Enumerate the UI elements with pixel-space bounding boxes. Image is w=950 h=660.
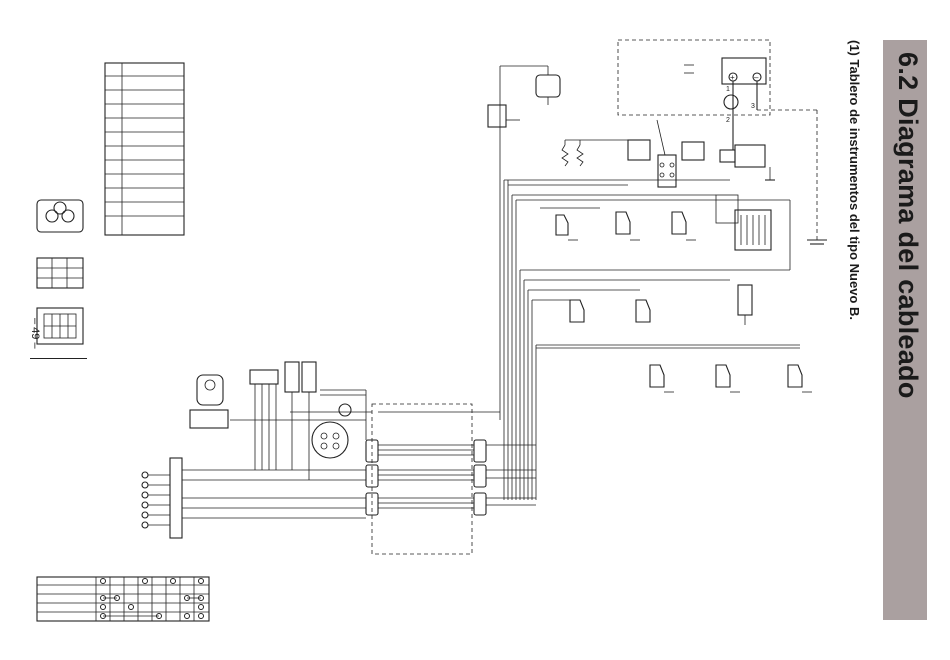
switch-continuity-table (37, 577, 209, 621)
wire-color-table (105, 63, 184, 235)
resistors-icon (562, 140, 628, 166)
starter-motor-icon (720, 145, 775, 180)
indicator-lamps-connector (142, 458, 366, 538)
sensors-middle-icons (570, 285, 752, 325)
key-switch-icon (290, 390, 372, 458)
battery-positive-label: + (730, 73, 735, 82)
wire-number-3: 3 (751, 103, 755, 110)
wire-number-2: 2 (726, 117, 730, 124)
connector-8pin-icon (37, 308, 83, 344)
instrument-panel-box (366, 404, 536, 554)
alternator-icon (716, 195, 771, 250)
sensors-upper-icons (556, 212, 696, 240)
battery-section: + – 1 2 3 (618, 40, 827, 244)
relay-group-icon (628, 120, 704, 187)
battery-negative-label: – (754, 73, 759, 82)
sensors-lower-icons (536, 345, 812, 392)
connector-6pin-icon (37, 258, 83, 288)
gauges-and-lamps-icons (190, 362, 366, 480)
wire-number-1: 1 (726, 86, 730, 93)
connector-round-3pin-icon (37, 200, 83, 232)
